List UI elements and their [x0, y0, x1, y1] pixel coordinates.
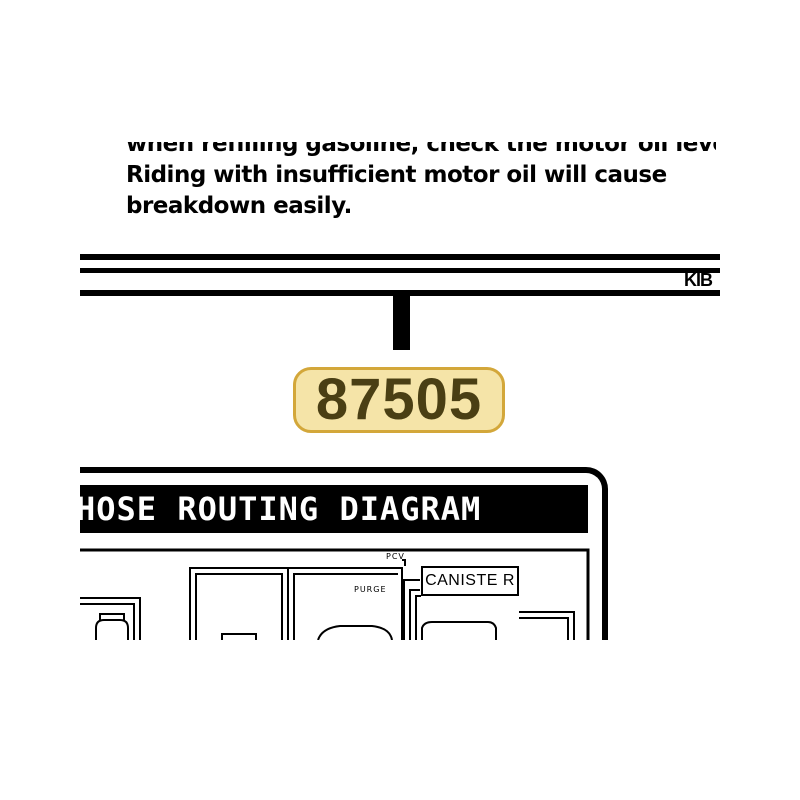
divider-rule-bottom	[80, 290, 720, 296]
divider-rule-middle	[80, 268, 720, 273]
part-code-badge: 87505	[293, 367, 505, 433]
corner-code: KIB	[684, 270, 713, 290]
canister-label: CANISTE R	[421, 566, 519, 596]
part-code-value: 87505	[315, 367, 483, 432]
connector-stem	[393, 296, 410, 350]
manual-text-line-1-content: when refilling gasoline, check the motor…	[126, 142, 716, 157]
purge-label: PURGE	[354, 585, 387, 594]
divider-rule-top	[80, 254, 720, 260]
page-blank-area	[0, 640, 800, 800]
diagram-title: HOSE ROUTING DIAGRAM	[80, 490, 482, 528]
diagram-title-bar: HOSE ROUTING DIAGRAM	[80, 485, 588, 533]
manual-text-line-3: breakdown easily.	[126, 193, 352, 219]
manual-text-line-2: Riding with insufficient motor oil will …	[126, 162, 667, 188]
manual-text-line-1: when refilling gasoline, check the motor…	[126, 142, 716, 160]
manual-warning-text: when refilling gasoline, check the motor…	[126, 142, 716, 222]
pcv-label: PCV	[386, 552, 405, 561]
